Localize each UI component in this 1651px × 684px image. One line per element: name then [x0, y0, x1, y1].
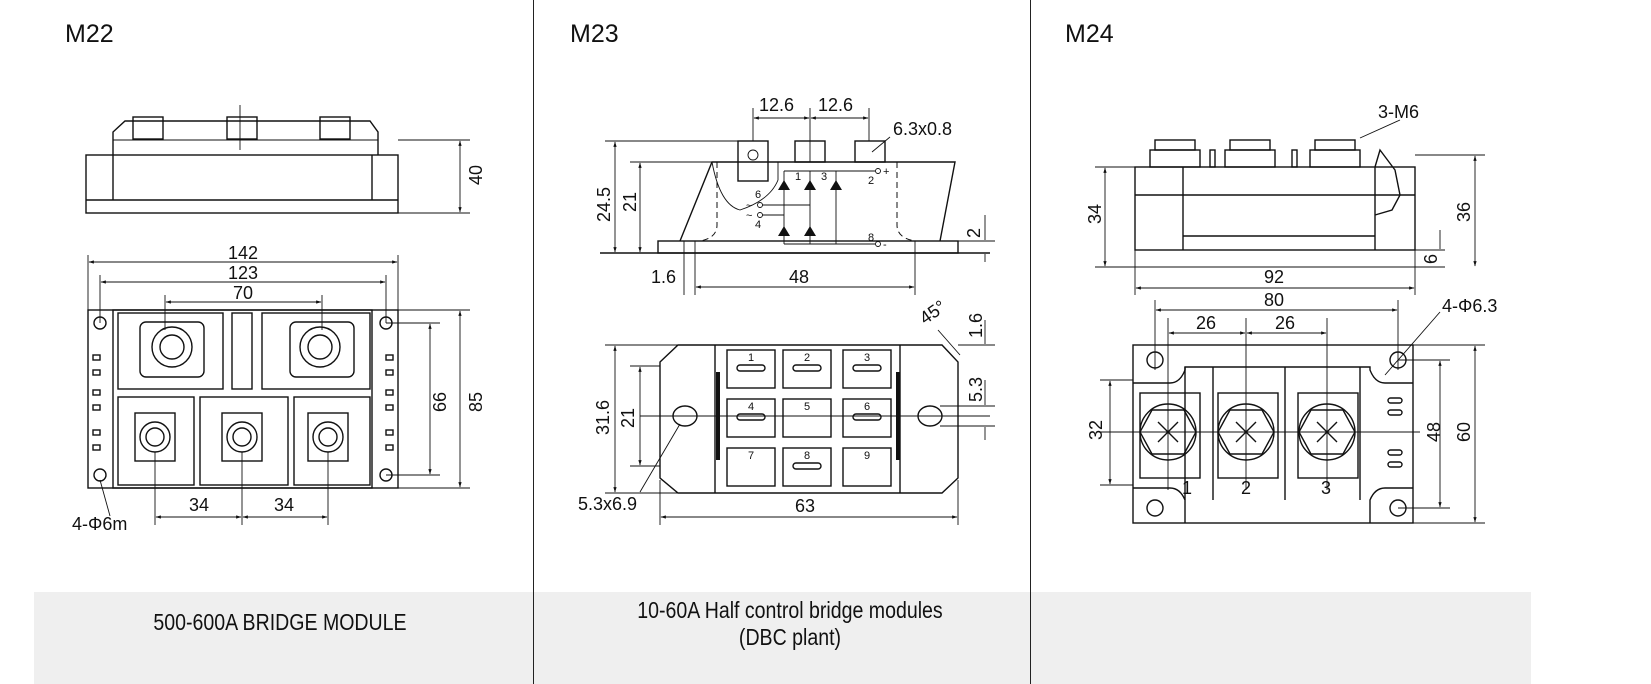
cell-7: 7 [748, 450, 754, 462]
dim-hole-vspacing: 66 [430, 392, 450, 412]
dim-hole-spacing: 48 [789, 267, 809, 287]
m23-panel: M23 24.5 21 12.6 12.6 6.3x0.8 [570, 20, 995, 525]
m22-panel: M22 40 [65, 20, 486, 534]
pin-1: 1 [795, 171, 801, 183]
m23-top-view: 1 2 3 4 5 6 7 8 9 31.6 21 63 5.3x6.9 45° [578, 296, 995, 525]
dim-flange: 1.6 [651, 267, 676, 287]
pin-4: 4 [755, 219, 761, 231]
dim-total-height: 36 [1454, 202, 1474, 222]
dim-base: 6 [1421, 254, 1441, 264]
dim-hole-spacing: 80 [1264, 290, 1284, 310]
caption-band [34, 592, 1531, 684]
cell-1: 1 [748, 352, 754, 364]
dim-length: 63 [795, 496, 815, 516]
dim-hole-spacing: 123 [228, 263, 258, 283]
dim-holes: 4-Φ6.3 [1442, 296, 1497, 316]
pin-2: 2 [868, 175, 874, 187]
m23-caption-line1: 10-60A Half control bridge modules [637, 597, 943, 623]
pin-ac2: ~ [746, 210, 752, 222]
dim-pitch-left: 26 [1196, 313, 1216, 333]
dim-screws: 3-M6 [1378, 102, 1419, 122]
m24-title: M24 [1065, 20, 1114, 48]
dim-pitch-left: 34 [189, 495, 209, 515]
m23-side-view: 24.5 21 12.6 12.6 6.3x0.8 [594, 95, 995, 295]
dim-hole-vspacing: 48 [1424, 422, 1444, 442]
cell-8: 8 [804, 450, 810, 462]
m22-caption: 500-600A BRIDGE MODULE [153, 609, 407, 635]
column-divider [1030, 0, 1031, 684]
screw-terminal-2 [1217, 392, 1279, 479]
dim-body-height: 34 [1085, 204, 1105, 224]
pin-minus: - [883, 239, 887, 251]
pin-ac1: ~ [746, 200, 752, 212]
dim-terminal-spacing: 70 [233, 283, 253, 303]
dim-pitch-left: 12.6 [759, 95, 794, 115]
dim-inner-width: 32 [1086, 420, 1106, 440]
dim-tab: 6.3x0.8 [893, 119, 952, 139]
dim-inner-width: 21 [618, 408, 638, 428]
dim-slot: 5.3x6.9 [578, 494, 637, 514]
cell-2: 2 [804, 352, 810, 364]
column-divider [533, 0, 534, 684]
dim-pitch-right: 26 [1275, 313, 1295, 333]
terminal-grid: 1 2 3 4 5 6 7 8 9 [726, 349, 892, 487]
bridge-circuit-schematic: 1 3 2 + 6 ~ ~ 4 8 - [746, 166, 889, 251]
dim-overall-length: 142 [228, 243, 258, 263]
dim-edge: 1.6 [966, 313, 986, 338]
cell-5: 5 [804, 401, 810, 413]
screw-terminal-1 [1139, 392, 1201, 479]
dim-width: 60 [1454, 422, 1474, 442]
dim-height: 40 [466, 165, 486, 185]
m22-top-view: 142 123 70 66 85 34 34 4-Φ6m [72, 243, 486, 534]
dim-total-height: 24.5 [594, 187, 614, 222]
m24-panel: M24 3-M6 34 36 6 92 [1065, 20, 1497, 524]
dim-overall-width: 85 [466, 392, 486, 412]
cell-9: 9 [864, 450, 870, 462]
dim-width: 31.6 [593, 400, 613, 435]
pin-3: 3 [821, 171, 827, 183]
terminal-label-3: 3 [1321, 478, 1331, 498]
screw-terminal-3 [1297, 392, 1359, 479]
cell-4: 4 [748, 401, 754, 413]
dim-slot-width: 5.3 [966, 377, 986, 402]
cell-6: 6 [864, 401, 870, 413]
dim-pitch-right: 34 [274, 495, 294, 515]
pin-8: 8 [868, 232, 874, 244]
m22-title: M22 [65, 20, 114, 48]
dim-body-height: 21 [620, 192, 640, 212]
m24-side-view: 3-M6 34 36 6 92 [1085, 102, 1485, 295]
cell-3: 3 [864, 352, 870, 364]
m24-top-view: 1 2 3 80 26 26 4-Φ6.3 32 48 60 [1086, 290, 1497, 524]
pin-plus: + [883, 166, 889, 178]
dim-length: 92 [1264, 267, 1284, 287]
m23-title: M23 [570, 20, 619, 48]
m23-caption-line2: (DBC plant) [738, 624, 842, 650]
dim-pitch-right: 12.6 [818, 95, 853, 115]
pin-6: 6 [755, 189, 761, 201]
terminal-label-1: 1 [1182, 478, 1192, 498]
dim-chamfer: 45° [916, 296, 950, 328]
dim-base: 2 [964, 228, 984, 238]
dim-holes: 4-Φ6m [72, 514, 127, 534]
m22-side-view: 40 [85, 105, 486, 214]
